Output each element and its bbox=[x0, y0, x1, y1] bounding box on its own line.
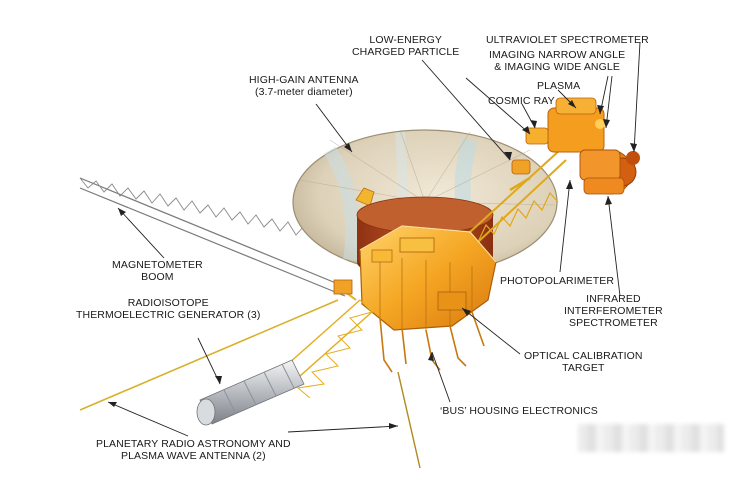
label-photopolarimeter: PHOTOPOLARIMETER bbox=[500, 275, 615, 287]
label-line: PLASMA WAVE ANTENNA (2) bbox=[121, 450, 266, 462]
label-line: INTERFEROMETER bbox=[564, 305, 663, 317]
label-line: HIGH-GAIN ANTENNA bbox=[249, 74, 359, 86]
science-boom bbox=[469, 149, 567, 244]
label-line: & IMAGING WIDE ANGLE bbox=[494, 61, 620, 73]
label-line: RADIOISOTOPE bbox=[127, 297, 209, 309]
label-imaging: IMAGING NARROW ANGLE & IMAGING WIDE ANGL… bbox=[489, 49, 625, 73]
label-optical-calibration-target: OPTICAL CALIBRATION TARGET bbox=[524, 350, 643, 374]
label-line: INFRARED bbox=[586, 293, 641, 305]
label-line: PLANETARY RADIO ASTRONOMY AND bbox=[96, 438, 291, 450]
label-line: SPECTROMETER bbox=[569, 317, 658, 329]
label-low-energy-charged-particle: LOW-ENERGY CHARGED PARTICLE bbox=[352, 34, 459, 58]
label-line: TARGET bbox=[562, 362, 605, 374]
label-line: THERMOELECTRIC GENERATOR (3) bbox=[76, 309, 261, 321]
label-magnetometer-boom: MAGNETOMETER BOOM bbox=[112, 259, 203, 283]
label-ultraviolet-spectrometer: ULTRAVIOLET SPECTROMETER bbox=[486, 34, 649, 46]
label-rtg: RADIOISOTOPE THERMOELECTRIC GENERATOR (3… bbox=[76, 297, 260, 321]
label-line: MAGNETOMETER bbox=[112, 259, 203, 271]
rtg-generators bbox=[196, 359, 305, 426]
label-line: IMAGING NARROW ANGLE bbox=[489, 49, 626, 61]
label-line: BOOM bbox=[141, 271, 174, 283]
magnetometer-boom bbox=[79, 177, 349, 297]
label-cosmic-ray: COSMIC RAY bbox=[488, 95, 555, 107]
label-bus-housing-electronics: ‘BUS’ HOUSING ELECTRONICS bbox=[440, 405, 598, 417]
label-line: CHARGED PARTICLE bbox=[352, 46, 460, 58]
spacecraft-bus bbox=[359, 225, 497, 373]
leader-arrowheads bbox=[108, 100, 637, 429]
label-line: (3.7-meter diameter) bbox=[254, 86, 353, 98]
label-infrared-interferometer-spectrometer: INFRARED INTERFEROMETER SPECTROMETER bbox=[564, 293, 663, 329]
label-radio-astronomy-antenna: PLANETARY RADIO ASTRONOMY AND PLASMA WAV… bbox=[96, 438, 291, 462]
blurred-watermark bbox=[578, 424, 724, 452]
radio-antenna-long bbox=[79, 299, 421, 469]
scan-platform bbox=[511, 97, 640, 195]
label-high-gain-antenna: HIGH-GAIN ANTENNA (3.7-meter diameter) bbox=[249, 74, 359, 98]
label-line: LOW-ENERGY bbox=[369, 34, 442, 46]
label-line: OPTICAL CALIBRATION bbox=[524, 350, 643, 362]
label-plasma: PLASMA bbox=[537, 80, 581, 92]
